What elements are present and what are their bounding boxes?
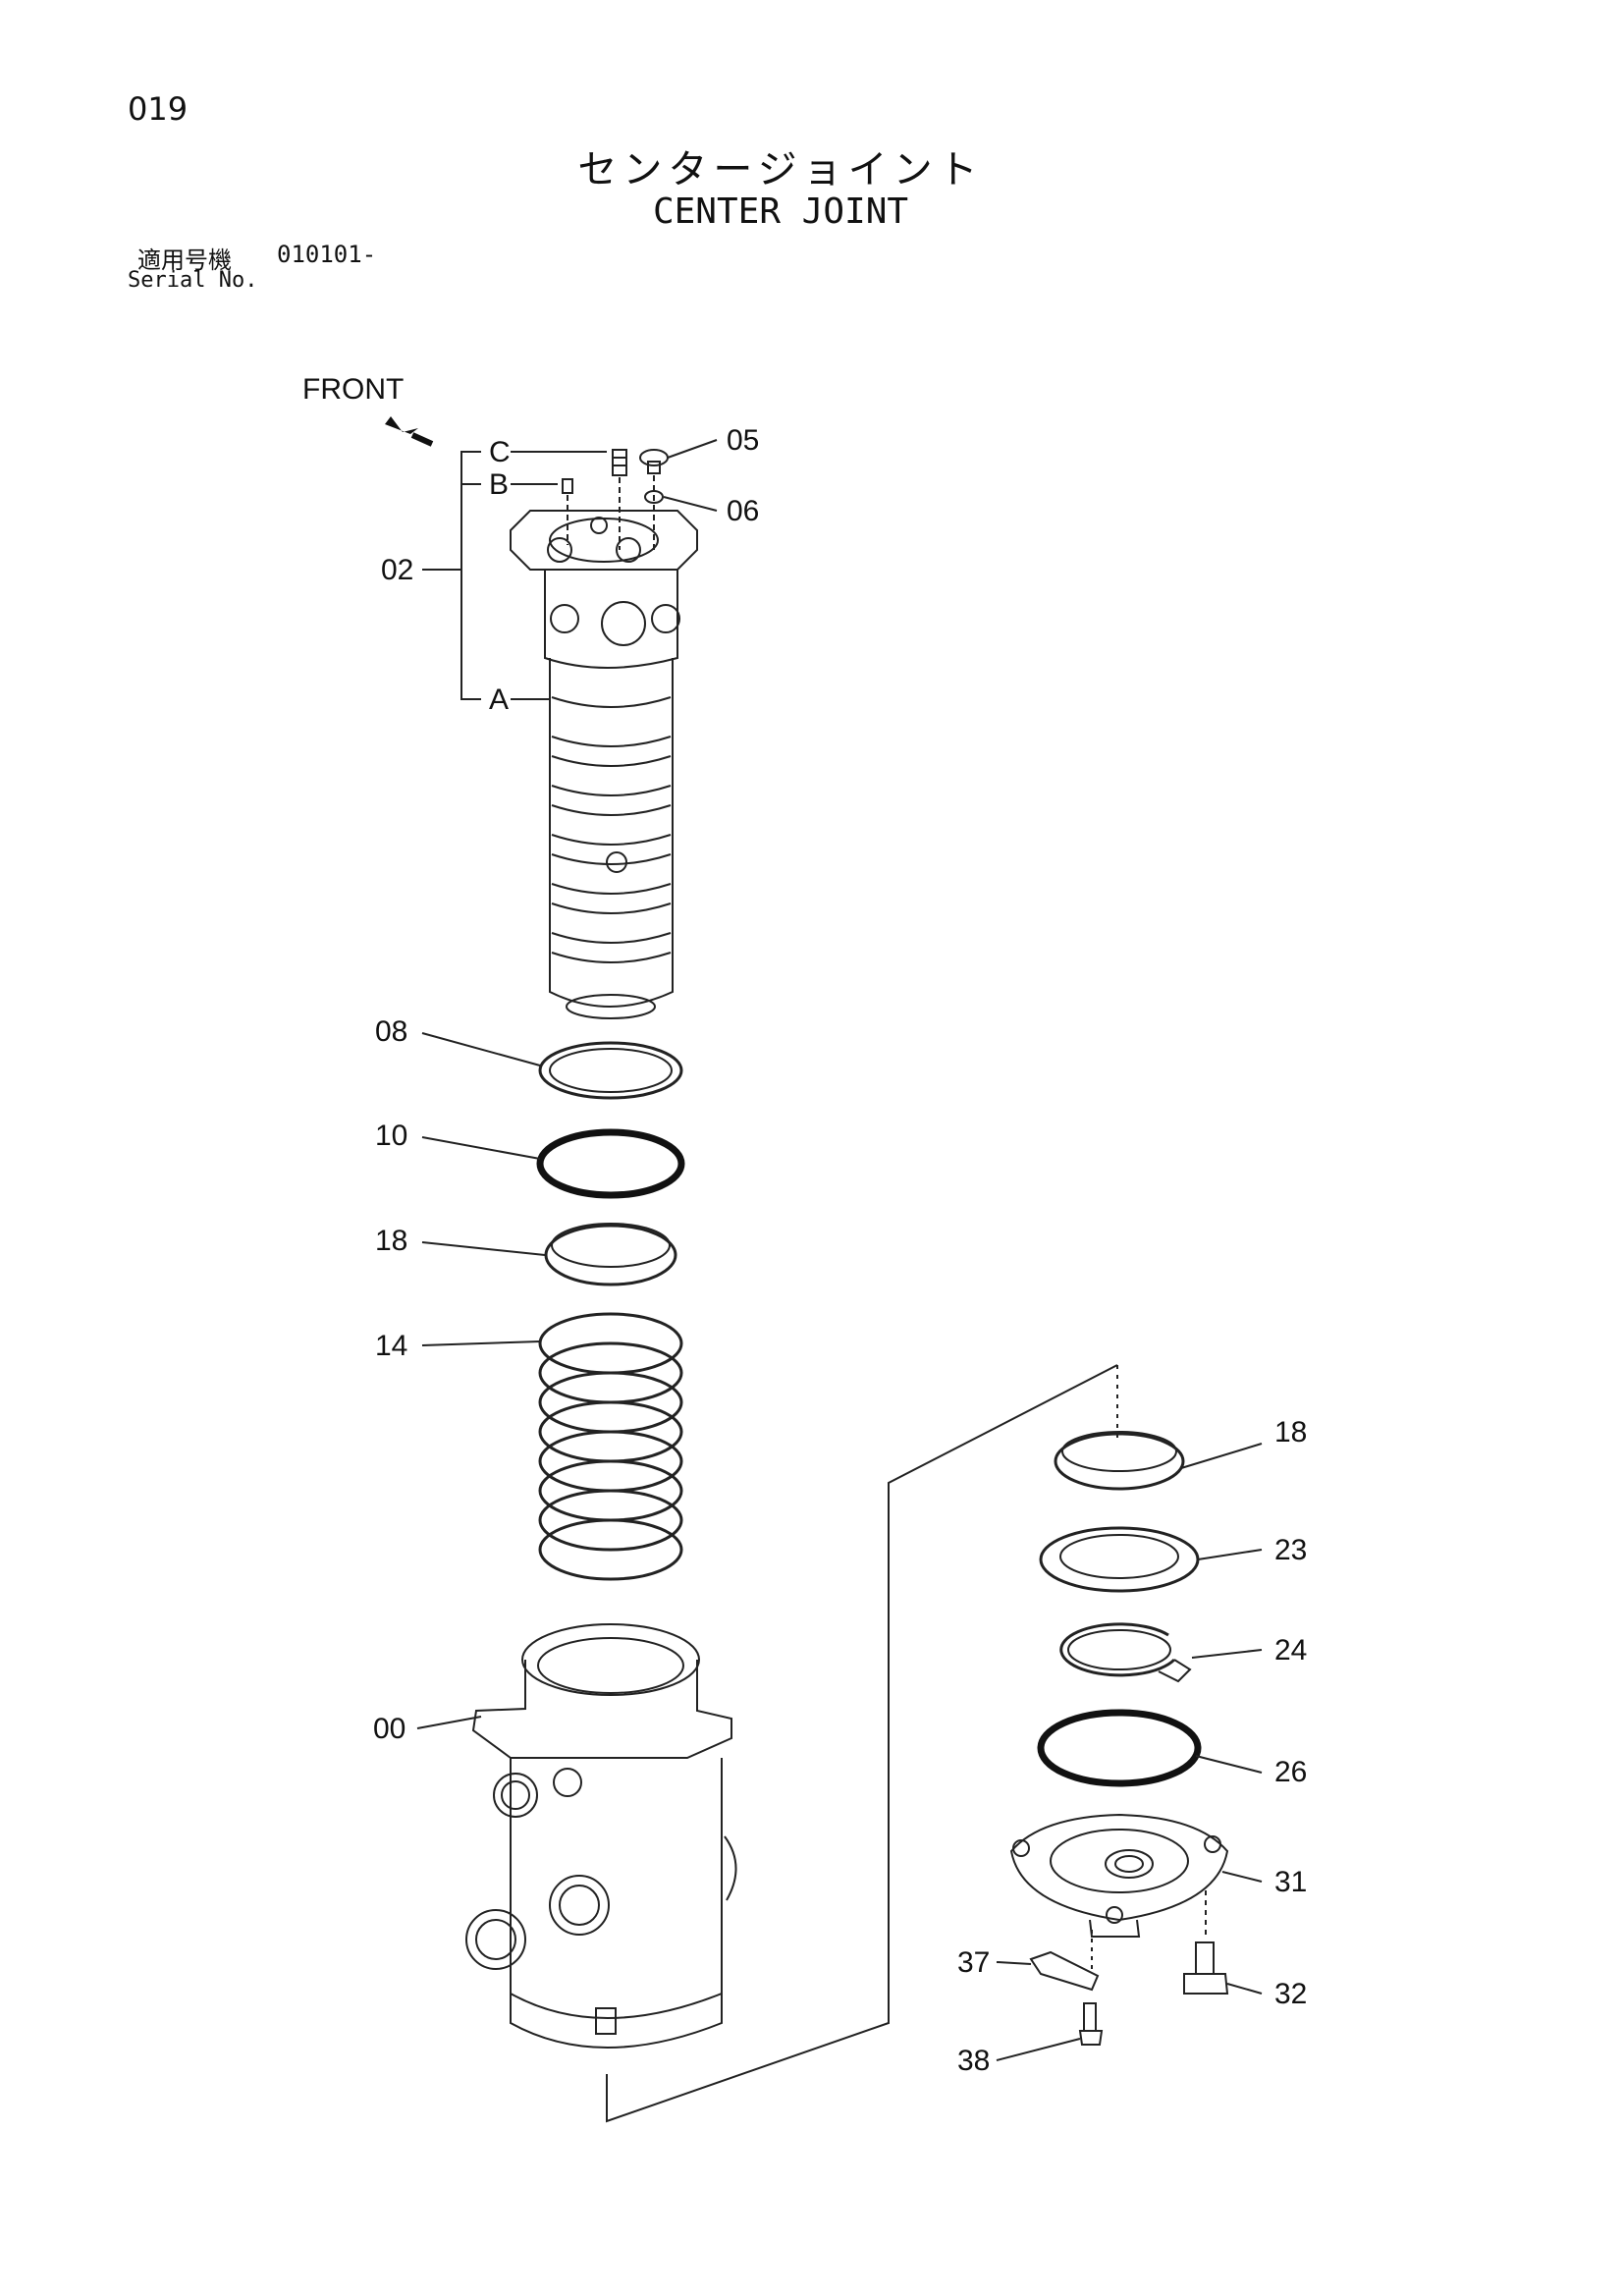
serial-value: 010101- (277, 241, 377, 268)
callout-08: 08 (375, 1015, 407, 1048)
part-31-cover (1009, 1813, 1229, 1938)
page-number: 019 (128, 90, 189, 128)
page-title: CENTER JOINT (652, 191, 909, 232)
part-06-o-ring (644, 490, 664, 504)
callout-B: B (489, 468, 509, 501)
front-label: FRONT (302, 373, 404, 406)
plug-C (612, 449, 627, 550)
part-14-seal-stack (538, 1312, 683, 1581)
callout-06: 06 (727, 495, 759, 527)
plug-B (562, 478, 573, 545)
part-24-snap-ring (1059, 1622, 1192, 1683)
callout-23: 23 (1274, 1534, 1307, 1566)
callout-C: C (489, 436, 511, 468)
callout-02: 02 (381, 554, 413, 586)
callout-26: 26 (1274, 1756, 1307, 1788)
callout-18-right: 18 (1274, 1416, 1307, 1449)
callout-05: 05 (727, 424, 759, 457)
front-arrow-icon (385, 416, 434, 447)
callout-31: 31 (1274, 1866, 1307, 1898)
part-32-bolt (1183, 1890, 1229, 1995)
callout-A: A (489, 683, 509, 716)
callout-18-left: 18 (375, 1225, 407, 1257)
callout-24: 24 (1274, 1634, 1307, 1667)
part-23-shim (1039, 1526, 1200, 1593)
callout-38: 38 (957, 2045, 990, 2077)
callout-10: 10 (375, 1120, 407, 1152)
part-10-o-ring (536, 1128, 685, 1199)
part-18-ring-left (544, 1224, 677, 1286)
part-00-body (465, 1623, 737, 2049)
explode-guide-line (606, 1364, 1118, 2123)
part-05-plug (639, 449, 669, 550)
callout-32: 32 (1274, 1978, 1307, 2010)
page-title-japanese: センタージョイント (577, 147, 984, 192)
part-38-screw (1078, 2002, 1104, 2046)
callout-00: 00 (373, 1713, 406, 1745)
serial-label-japanese: 適用号機 (137, 246, 232, 274)
part-26-o-ring (1037, 1709, 1202, 1787)
part-37-lock-plate (1029, 1930, 1100, 1992)
part-18-ring-right (1054, 1432, 1185, 1491)
serial-label: Serial No. (128, 268, 258, 293)
spindle-part-02 (510, 510, 698, 1019)
spindle-grooves (551, 696, 672, 963)
callout-37: 37 (957, 1946, 990, 1979)
part-08-ring (538, 1041, 683, 1100)
callout-14: 14 (375, 1330, 407, 1362)
